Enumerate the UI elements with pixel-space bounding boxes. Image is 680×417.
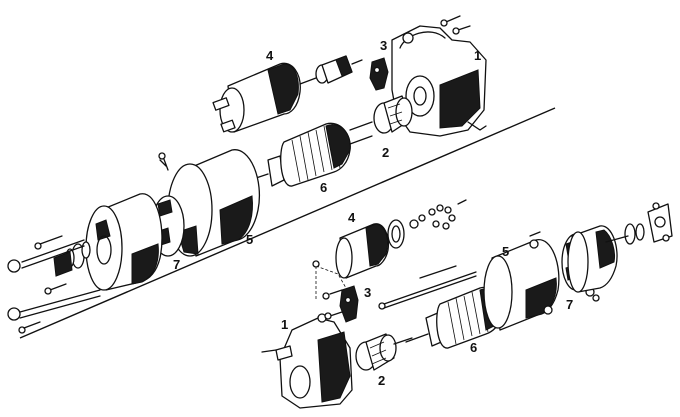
top-drive-end-housing xyxy=(391,25,487,137)
label-bottom-6: 6 xyxy=(470,340,477,355)
bottom-through-bolt xyxy=(378,265,477,310)
top-plunger xyxy=(315,55,363,84)
label-bottom-4: 4 xyxy=(348,210,356,225)
top-end-cover xyxy=(85,193,163,291)
bottom-plunger-link xyxy=(312,260,347,300)
top-washers xyxy=(53,241,91,277)
label-bottom-1: 1 xyxy=(281,317,288,332)
label-top-3: 3 xyxy=(380,38,387,53)
label-top-7: 7 xyxy=(173,257,180,272)
bottom-shift-lever xyxy=(322,285,359,323)
bottom-terminal-screws xyxy=(428,199,467,230)
label-top-4: 4 xyxy=(266,48,274,63)
top-assembly xyxy=(7,15,487,334)
bottom-pinion-drive xyxy=(355,333,413,371)
divider-line xyxy=(19,107,556,339)
label-bottom-7: 7 xyxy=(566,297,573,312)
top-shift-lever xyxy=(369,57,389,91)
top-through-bolts xyxy=(7,235,101,334)
label-bottom-5: 5 xyxy=(502,244,509,259)
bottom-field-housing xyxy=(483,231,560,331)
label-bottom-2: 2 xyxy=(378,373,385,388)
top-solenoid xyxy=(212,62,317,133)
label-bottom-3: 3 xyxy=(364,285,371,300)
label-top-2: 2 xyxy=(382,145,389,160)
bottom-end-cover xyxy=(567,225,618,293)
bottom-drive-end-housing xyxy=(261,313,353,409)
label-top-6: 6 xyxy=(320,180,327,195)
label-top-5: 5 xyxy=(246,232,253,247)
bottom-solenoid xyxy=(335,214,426,279)
label-top-1: 1 xyxy=(474,48,481,63)
bottom-end-washers xyxy=(605,202,673,245)
top-bolts xyxy=(440,15,471,35)
bottom-assembly xyxy=(261,199,673,409)
part-labels: 4 3 1 2 6 5 7 4 3 1 2 6 5 7 xyxy=(173,38,573,388)
top-armature xyxy=(249,122,373,187)
top-pinion-drive xyxy=(349,95,413,134)
